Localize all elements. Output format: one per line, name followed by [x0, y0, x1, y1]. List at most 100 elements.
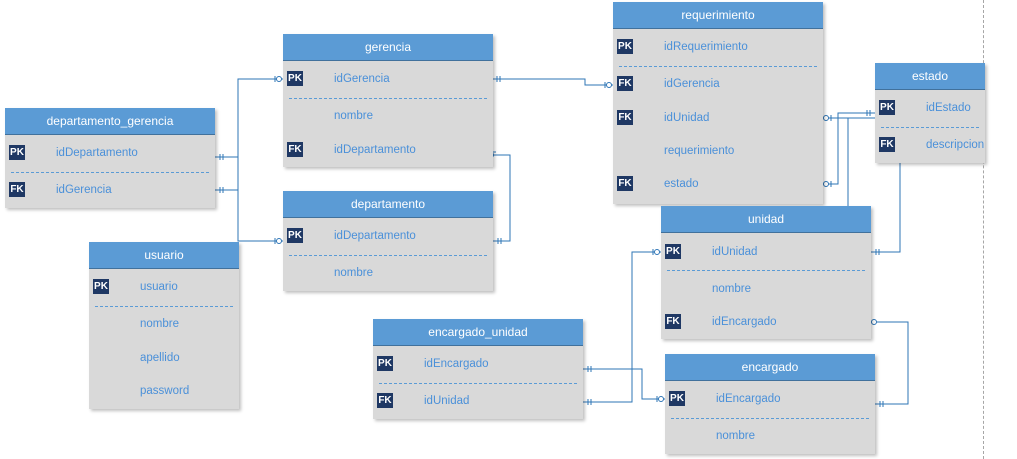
key-separator — [619, 66, 817, 67]
entity-title: usuario — [89, 242, 239, 269]
key-badge: FK — [9, 182, 25, 197]
cardinality-circle — [606, 82, 612, 88]
key-badge: FK — [617, 110, 633, 125]
cardinality-circle — [276, 238, 282, 244]
attribute-row: apellido — [89, 348, 239, 368]
attribute-row: FK idUnidad — [613, 108, 823, 128]
attribute-name: idDepartamento — [334, 230, 416, 242]
key-separator — [289, 255, 487, 256]
attribute-row: requerimiento — [613, 141, 823, 161]
attribute-name: idEstado — [926, 102, 971, 114]
key-separator — [671, 418, 869, 419]
attribute-name: idGerencia — [334, 73, 390, 85]
key-badge: PK — [665, 244, 681, 259]
attribute-name: idGerencia — [664, 78, 720, 90]
attribute-row: FK idUnidad — [373, 391, 583, 411]
attribute-row: FK idGerencia — [5, 180, 215, 200]
attribute-row: FK estado — [613, 174, 823, 194]
key-badge: FK — [617, 76, 633, 91]
rel-requerimiento-estado — [823, 112, 875, 185]
key-badge: PK — [669, 391, 685, 406]
attribute-name: password — [140, 385, 190, 397]
key-badge: PK — [287, 228, 303, 243]
attribute-row: PK idGerencia — [283, 69, 493, 89]
attribute-name: idRequerimiento — [664, 41, 748, 53]
entity-title: encargado_unidad — [373, 319, 583, 346]
attribute-row: nombre — [89, 314, 239, 334]
attribute-name: apellido — [140, 352, 180, 364]
key-separator — [289, 98, 487, 99]
attribute-name: idEncargado — [424, 358, 489, 370]
attribute-name: estado — [664, 178, 699, 190]
attribute-row: nombre — [665, 426, 875, 446]
entity-title: encargado — [665, 354, 875, 381]
key-badge: FK — [377, 393, 393, 408]
attribute-name: idDepartamento — [56, 147, 138, 159]
key-badge: PK — [287, 71, 303, 86]
page-boundary-line — [983, 0, 984, 459]
entity-title: departamento — [283, 191, 493, 218]
key-badge: PK — [617, 39, 633, 54]
attribute-row: PK idDepartamento — [283, 226, 493, 246]
rel-unidad-route — [838, 117, 901, 253]
rel-depger-departamento — [215, 156, 283, 242]
attribute-row: nombre — [283, 106, 493, 126]
cardinality-circle — [871, 319, 877, 325]
attribute-row: PK idEncargado — [665, 389, 875, 409]
entity-title: gerencia — [283, 34, 493, 61]
attribute-row: password — [89, 381, 239, 401]
attribute-row: PK idEncargado — [373, 354, 583, 374]
rel-encuni-unidad — [583, 251, 661, 403]
key-separator — [95, 306, 233, 307]
key-separator — [379, 383, 577, 384]
entity-title: estado — [875, 63, 985, 90]
attribute-name: nombre — [716, 430, 755, 442]
key-badge: FK — [617, 176, 633, 191]
attribute-row: nombre — [661, 279, 871, 299]
cardinality-circle — [654, 249, 660, 255]
attribute-name: idEncargado — [712, 316, 777, 328]
key-badge: FK — [287, 142, 303, 157]
entity-title: unidad — [661, 206, 871, 233]
cardinality-circle — [823, 181, 829, 187]
attribute-row: PK idRequerimiento — [613, 37, 823, 57]
attribute-name: idDepartamento — [334, 144, 416, 156]
attribute-name: nombre — [140, 318, 179, 330]
cardinality-circle — [658, 396, 664, 402]
key-badge: FK — [879, 137, 895, 152]
attribute-row: FK descripcion — [875, 135, 985, 155]
attribute-name: idUnidad — [664, 112, 710, 124]
key-badge: PK — [93, 279, 109, 294]
attribute-name: nombre — [334, 267, 373, 279]
attribute-name: descripcion — [926, 139, 985, 151]
attribute-name: idEncargado — [716, 393, 781, 405]
attribute-row: PK idUnidad — [661, 242, 871, 262]
attribute-row: PK usuario — [89, 277, 239, 297]
rel-encuni-encargado — [583, 368, 665, 400]
attribute-name: idGerencia — [56, 184, 112, 196]
attribute-row: FK idDepartamento — [283, 140, 493, 160]
attribute-name: usuario — [140, 281, 178, 293]
rel-depger-gerencia — [215, 78, 283, 191]
key-separator — [881, 127, 979, 128]
attribute-name: idUnidad — [712, 246, 758, 258]
key-badge: PK — [377, 356, 393, 371]
key-separator — [11, 172, 209, 173]
attribute-row: PK idDepartamento — [5, 143, 215, 163]
entity-title: requerimiento — [613, 2, 823, 29]
cardinality-circle — [276, 76, 282, 82]
attribute-name: idUnidad — [424, 395, 470, 407]
key-badge: PK — [9, 145, 25, 160]
attribute-name: nombre — [712, 283, 751, 295]
